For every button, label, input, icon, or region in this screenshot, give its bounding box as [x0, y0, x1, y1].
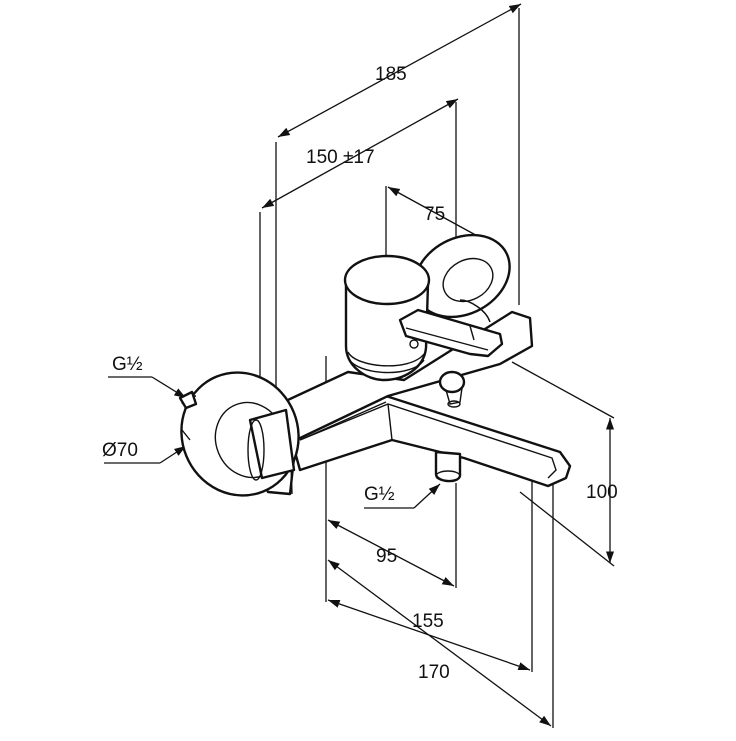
- faucet: [178, 233, 572, 497]
- label-95: 95: [376, 546, 397, 567]
- dimension-lines: [104, 3, 615, 727]
- label-g-left: G½: [112, 354, 143, 375]
- lever-handle: [398, 299, 504, 358]
- dimline-150: [261, 98, 459, 209]
- dimline-170: [327, 559, 552, 727]
- label-75: 75: [424, 204, 445, 225]
- dimension-labels: 185 150 ±17 75 100 95 155 170 G½ Ø70 G½: [102, 64, 618, 683]
- label-185: 185: [375, 64, 407, 85]
- label-dia70: Ø70: [102, 440, 138, 461]
- label-g-spout: G½: [364, 484, 395, 505]
- label-155: 155: [412, 611, 444, 632]
- left-escutcheon: [178, 371, 300, 497]
- handle-hub: [343, 254, 431, 382]
- label-150: 150 ±17: [306, 147, 375, 168]
- spout-outlet: [434, 450, 462, 483]
- spout: [288, 394, 572, 488]
- label-100: 100: [586, 482, 618, 503]
- diverter-knob: [438, 370, 466, 408]
- label-170: 170: [418, 662, 450, 683]
